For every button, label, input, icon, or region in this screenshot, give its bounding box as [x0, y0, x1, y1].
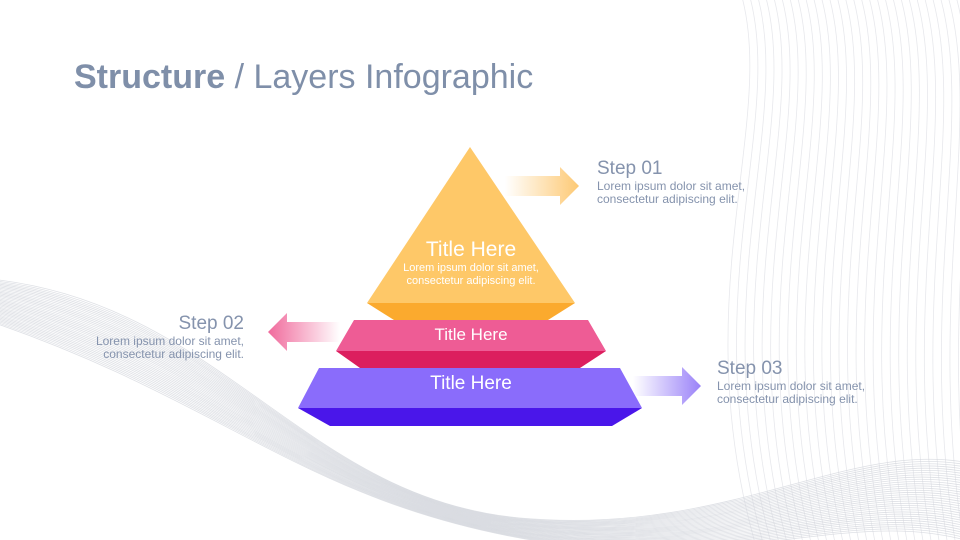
wave-line: [898, 0, 916, 540]
wave-line: [787, 0, 811, 540]
wave-line: [0, 324, 960, 540]
step-01-desc-line1: Lorem ipsum dolor sit amet,: [597, 179, 746, 193]
wave-line: [0, 304, 960, 536]
wave-line: [0, 313, 960, 540]
wave-line: [847, 0, 868, 540]
wave-line: [923, 0, 940, 540]
slide-title-rest: Layers Infographic: [253, 58, 534, 96]
wave-line: [761, 0, 787, 540]
step-03-arrow: [633, 367, 701, 405]
wave-line: [0, 301, 960, 534]
wave-line: [906, 0, 924, 540]
step-02-arrow: [268, 313, 340, 351]
wave-line: [0, 305, 960, 537]
wave-line: [821, 0, 844, 540]
wave-line: [915, 0, 932, 540]
wave-line: [753, 0, 779, 540]
pyramid-middle-layer-face: [336, 320, 606, 351]
step-03: Step 03 Lorem ipsum dolor sit amet, cons…: [717, 358, 865, 406]
wave-line: [864, 0, 884, 540]
wave-line: [0, 302, 960, 535]
step-03-desc-line1: Lorem ipsum dolor sit amet,: [717, 379, 866, 393]
wave-line: [0, 285, 960, 524]
step-02-desc-line2: consectetur adipiscing elit.: [103, 347, 244, 361]
wave-line: [736, 0, 763, 540]
slide-title-separator: /: [225, 58, 254, 96]
wave-line: [0, 320, 960, 540]
wave-line: [727, 0, 755, 540]
wave-line: [0, 298, 960, 533]
wave-line: [0, 297, 960, 532]
wave-line: [0, 279, 960, 521]
slide-title-bold: Structure: [74, 58, 226, 96]
wave-line: [932, 0, 948, 540]
pyramid-top-title: Title Here: [425, 238, 517, 261]
wave-line: [0, 309, 960, 540]
wave-line: [881, 0, 900, 540]
wave-line: [0, 321, 960, 540]
pyramid-bottom-title: Title Here: [430, 373, 512, 394]
wave-line: [0, 308, 960, 539]
wave-line: [0, 317, 960, 540]
wave-line: [744, 0, 771, 540]
wave-line: [804, 0, 827, 540]
wave-line: [0, 293, 960, 529]
step-01: Step 01 Lorem ipsum dolor sit amet, cons…: [597, 158, 745, 206]
pyramid-top-desc-line1: Lorem ipsum dolor sit amet,: [403, 262, 539, 274]
pyramid-bottom-layer-base: [298, 408, 642, 426]
wave-line: [0, 282, 960, 523]
wave-line: [0, 310, 960, 540]
wave-line: [872, 0, 892, 540]
wave-line: [855, 0, 876, 540]
pyramid-middle-layer-base: [336, 351, 606, 368]
wave-line: [778, 0, 803, 540]
wave-line: [0, 290, 960, 528]
wave-line: [889, 0, 908, 540]
wave-line: [795, 0, 819, 540]
wave-line: [0, 300, 960, 534]
pyramid-bottom-layer-face: [298, 368, 642, 408]
wave-line: [0, 296, 960, 531]
wave-line: [813, 0, 836, 540]
pyramid-top-layer-face: [367, 147, 575, 303]
step-02-name: Step 02: [178, 313, 245, 334]
slide-title: Structure / Layers Infographic: [74, 58, 533, 97]
wave-line: [0, 319, 960, 540]
step-02: Step 02 Lorem ipsum dolor sit amet, cons…: [64, 313, 244, 361]
wave-line: [0, 312, 960, 540]
pyramid-middle-title: Title Here: [434, 325, 508, 344]
pyramid-top-desc-line2: consectetur adipiscing elit.: [406, 275, 536, 287]
step-03-name: Step 03: [717, 358, 783, 379]
wave-line: [838, 0, 860, 540]
wave-line: [0, 316, 960, 540]
wave-line: [0, 306, 960, 538]
step-02-desc-line1: Lorem ipsum dolor sit amet,: [95, 334, 244, 348]
wave-line: [948, 0, 960, 522]
wave-line: [770, 0, 795, 540]
step-01-name: Step 01: [597, 158, 663, 179]
wave-line: [830, 0, 852, 540]
wave-line: [940, 0, 956, 540]
wave-line: [0, 294, 960, 530]
pyramid-top-layer-base: [367, 303, 575, 320]
wave-line: [0, 323, 960, 540]
step-01-desc-line2: consectetur adipiscing elit.: [597, 192, 738, 206]
wave-line: [0, 315, 960, 540]
wave-line: [0, 283, 960, 524]
step-01-arrow: [505, 167, 579, 205]
step-03-desc-line2: consectetur adipiscing elit.: [717, 392, 858, 406]
wave-line: [0, 281, 960, 522]
pyramid-top-layer-text: Title Here Lorem ipsum dolor sit amet, c…: [370, 238, 572, 288]
wave-line: [0, 292, 960, 528]
